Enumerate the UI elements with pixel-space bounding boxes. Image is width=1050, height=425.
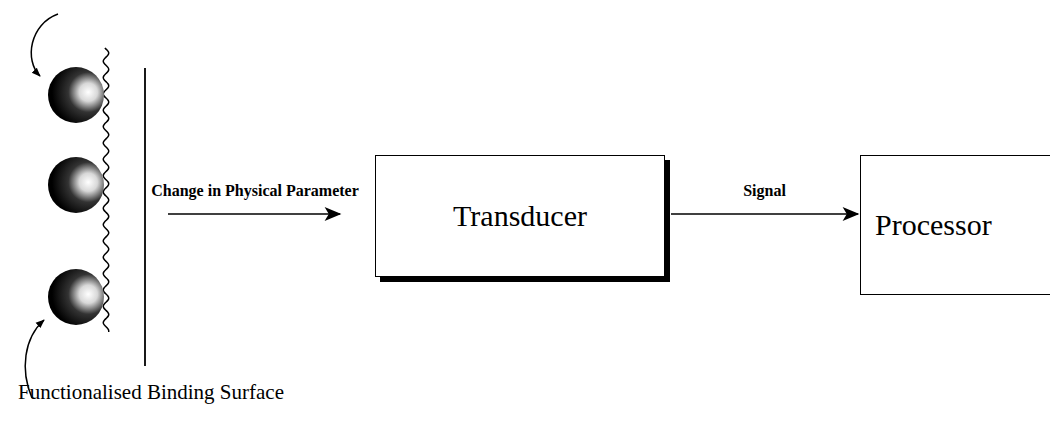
process-box: Transducer [375,155,665,277]
signal-arrow [671,213,858,215]
analyte-sphere [48,67,104,123]
analyte-sphere [48,157,104,213]
binding-arrow [31,14,58,76]
edge-label: Signal [741,182,788,200]
process-box: Processor [860,155,1050,295]
box-label: Processor [875,208,992,242]
parameter-arrow [168,213,340,215]
surface-line [144,68,146,366]
arrow-label: Change in Physical Parameter [150,182,360,200]
analyte-sphere [48,269,104,325]
binding-layer [103,48,108,332]
box-label: Transducer [453,199,587,233]
figure-caption-label: Functionalised Binding Surface [18,380,284,404]
